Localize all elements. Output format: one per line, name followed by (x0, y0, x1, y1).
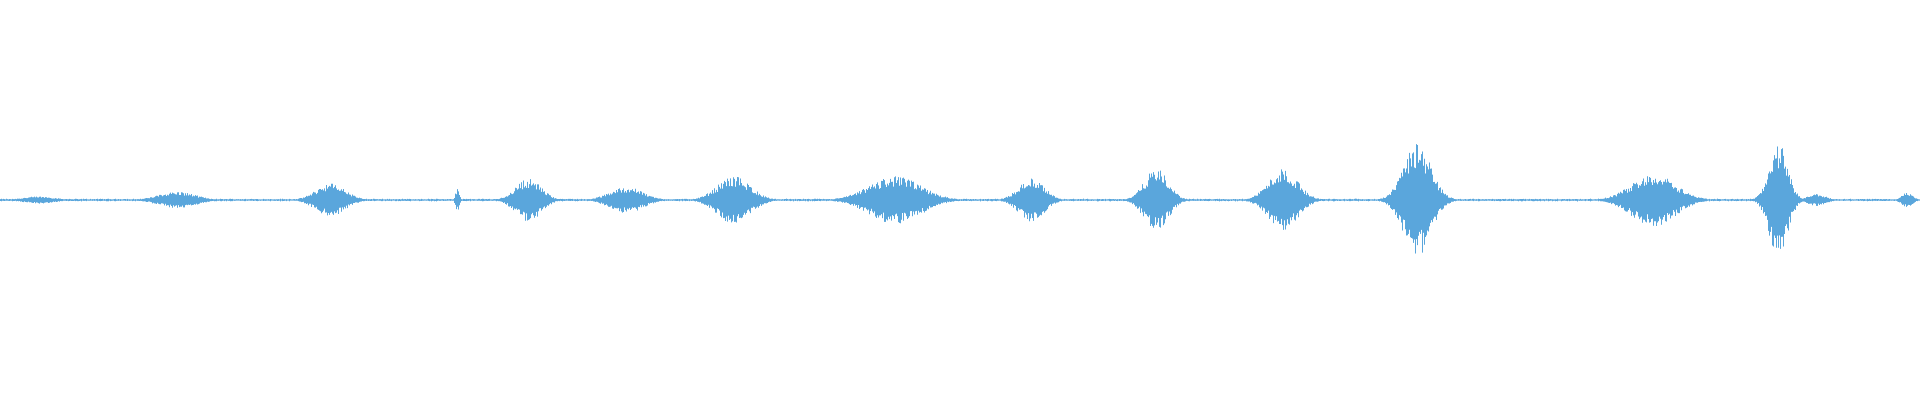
waveform-bars (0, 144, 1920, 254)
waveform-path (0, 144, 1920, 254)
